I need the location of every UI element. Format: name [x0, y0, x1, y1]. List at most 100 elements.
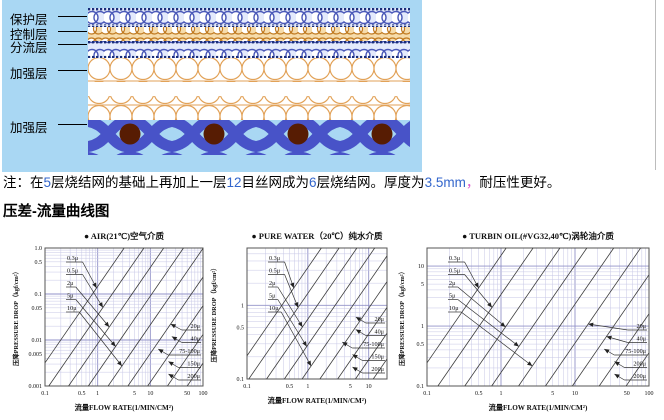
callout-arrow — [297, 321, 303, 327]
reinforce-layer-lower — [88, 120, 410, 155]
x-tick-label: 1 — [96, 391, 99, 397]
y-tick-label: 10 — [418, 264, 424, 270]
layer-leader-line — [58, 70, 87, 71]
series-callout-label: 0.3μ — [269, 255, 281, 262]
x-axis-label: 流量FLOW RATE(1/MIN/CM²) — [75, 403, 174, 412]
chart-title: ● AIR(21℃)空气介质 — [84, 231, 165, 241]
y-tick-label: 1.0 — [35, 246, 43, 252]
layer-label-4: 加强层 — [10, 67, 48, 81]
callout-arrow — [352, 354, 358, 359]
x-tick-label: 1 — [500, 391, 503, 397]
x-tick-label: 5 — [349, 384, 352, 390]
reinforce-layer-upper-row2 — [88, 96, 410, 120]
callout-arrow — [168, 361, 174, 366]
x-tick-label: 100 — [199, 391, 208, 397]
protective-layer — [88, 8, 410, 27]
x-tick-label: 0.5 — [475, 391, 483, 397]
mesh-cross-section-graphic — [88, 8, 410, 155]
note-segment: 12 — [226, 175, 242, 190]
x-axis-label: 流量FLOW RATE(1/MIN/CM²) — [268, 396, 367, 405]
callout-arrow — [104, 321, 110, 327]
series-callout-label: 75-100μ — [179, 348, 201, 355]
layer-diagram-panel: 保护层控制层分流层加强层加强层 — [2, 0, 422, 172]
protective-layer-dots — [88, 8, 410, 11]
y-tick-label: 0.1 — [35, 292, 43, 298]
chart-title: ● TURBIN OIL(#VG32,40℃)涡轮油介质 — [462, 231, 614, 241]
series-callout-label: 2μ — [269, 280, 276, 287]
protective-layer-dots — [88, 24, 410, 27]
x-tick-label: 5 — [133, 391, 136, 397]
series-callout-label: 75-100μ — [363, 341, 385, 348]
callout-arrow — [98, 302, 103, 308]
series-callout-label: 10μ — [67, 305, 77, 312]
series-callout-label: 20μ — [636, 323, 646, 330]
y-tick-label: 1 — [241, 303, 244, 309]
callout-arrow — [527, 361, 533, 366]
series-callout-label: 40μ — [636, 336, 646, 343]
note-segment: 耐压性更好。 — [479, 175, 561, 190]
callout-arrow — [168, 374, 174, 379]
callout-arrow — [294, 302, 299, 308]
y-tick-label: 5 — [421, 282, 424, 288]
x-tick-label: 5 — [551, 391, 554, 397]
note-segment: ， — [465, 175, 480, 190]
note-text: 注：在5层烧结网的基础上再加上一层12目丝网成为6层烧结网。厚度为3.5mm，耐… — [3, 171, 560, 191]
y-tick-label: 0.1 — [417, 384, 425, 390]
series-callout-label: 150μ — [187, 361, 200, 368]
distribution-layer — [88, 41, 410, 58]
x-tick-label: 100 — [645, 391, 654, 397]
callout-arrow — [92, 282, 97, 288]
reinforce-layer-upper-row1 — [88, 58, 410, 82]
x-tick-label: 0.1 — [423, 391, 431, 397]
callout-arrow — [110, 341, 116, 347]
series-callout-label: 2μ — [67, 280, 74, 287]
x-tick-label: 10 — [147, 391, 153, 397]
x-tick-label: 0.1 — [243, 384, 251, 390]
x-tick-label: 0.5 — [78, 391, 86, 397]
x-axis-label: 流量FLOW RATE(1/MIN/CM²) — [489, 403, 588, 412]
x-tick-label: 10 — [572, 391, 578, 397]
control-layer — [88, 27, 410, 41]
callout-arrow — [306, 360, 312, 366]
callout-arrow — [158, 349, 164, 354]
series-callout-label: 200μ — [633, 373, 646, 380]
y-tick-label: 0.5 — [35, 260, 43, 266]
layer-leader-line — [58, 124, 87, 125]
series-callout-label: 0.5μ — [269, 268, 281, 275]
callout-arrow — [171, 336, 178, 341]
distribution-layer-dots — [88, 41, 410, 44]
series-callout-label: 40μ — [374, 329, 384, 336]
callout-arrow — [355, 317, 362, 322]
series-callout-label: 200μ — [633, 361, 646, 368]
callout-arrow — [513, 341, 519, 347]
series-callout-label: 10μ — [269, 305, 279, 312]
distribution-layer-dots — [88, 55, 410, 58]
note-segment: 层烧结网。厚度为 — [316, 175, 425, 190]
layer-leader-line — [58, 31, 87, 32]
callout-arrow — [117, 360, 122, 366]
x-tick-label: 10 — [366, 384, 372, 390]
series-callout-label: 20μ — [374, 316, 384, 323]
y-tick-label: 1 — [421, 324, 424, 330]
series-callout-label: 20μ — [190, 323, 200, 330]
y-tick-label: 0.5 — [237, 326, 245, 332]
x-tick-label: 50 — [624, 391, 630, 397]
callout-arrow — [606, 335, 612, 340]
layer-leader-line — [58, 44, 87, 45]
series-callout-label: 0.5μ — [67, 268, 79, 275]
y-tick-label: 0.1 — [237, 377, 245, 383]
callout-arrow — [614, 374, 620, 379]
layer-label-2: 控制层 — [10, 28, 48, 42]
series-callout-label: 40μ — [190, 336, 200, 343]
note-segment: 6 — [309, 175, 317, 190]
series-callout-label: 75-100μ — [625, 348, 647, 355]
series-callout-label: 0.5μ — [449, 268, 461, 275]
x-tick-label: 0.1 — [41, 391, 49, 397]
table-border-line — [655, 0, 656, 170]
callout-arrow — [355, 329, 362, 334]
layer-leader-line — [58, 16, 87, 17]
